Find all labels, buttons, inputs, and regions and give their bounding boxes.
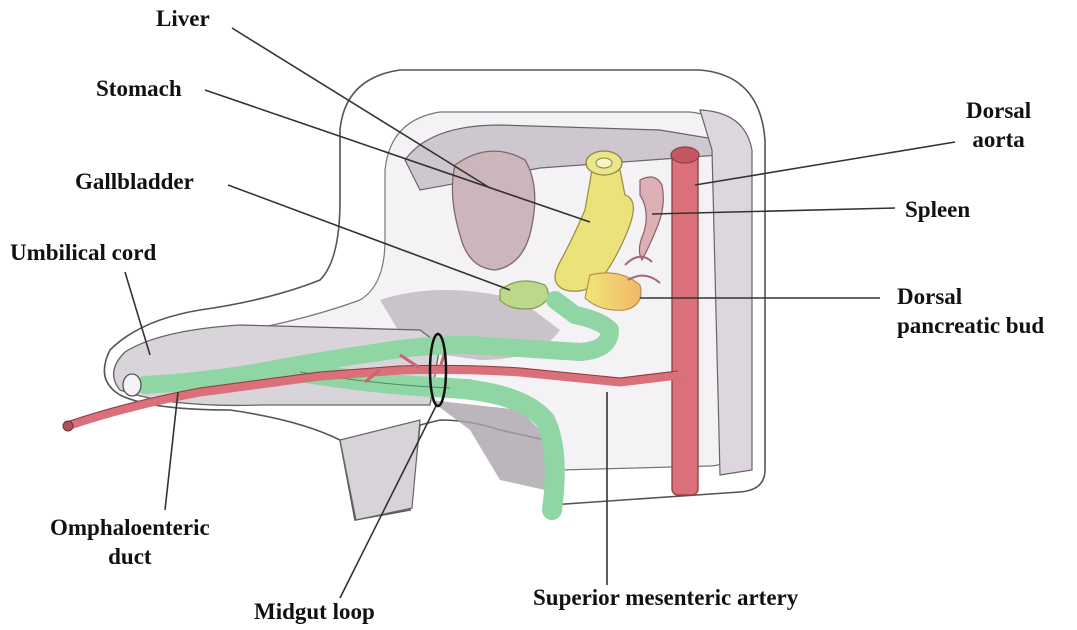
label-dorsal-aorta: Dorsal aorta: [966, 96, 1031, 154]
artery-end: [63, 421, 73, 431]
spleen-text: Spleen: [905, 195, 970, 224]
pancreatic-bud-text-1: Dorsal: [897, 282, 1044, 311]
sma-text: Superior mesenteric artery: [533, 583, 798, 612]
liver-leader: [232, 28, 490, 188]
liver-text: Liver: [156, 4, 210, 33]
umbilical-opening: [123, 374, 141, 396]
aorta-lumen: [671, 147, 699, 163]
dorsal-aorta-text-1: Dorsal: [966, 96, 1031, 125]
dorsal-aorta-text-2: aorta: [966, 125, 1031, 154]
omphaloenteric-text-2: duct: [50, 542, 210, 571]
midgut-loop-text: Midgut loop: [254, 597, 375, 626]
stomach-text: Stomach: [96, 74, 182, 103]
label-omphaloenteric-duct: Omphaloenteric duct: [50, 513, 210, 571]
dorsal-aorta: [672, 150, 698, 495]
gallbladder-text: Gallbladder: [75, 167, 194, 196]
label-dorsal-pancreatic-bud: Dorsal pancreatic bud: [897, 282, 1044, 340]
label-stomach: Stomach: [96, 74, 182, 103]
label-midgut-loop: Midgut loop: [254, 597, 375, 626]
pancreatic-bud-text-2: pancreatic bud: [897, 311, 1044, 340]
label-liver: Liver: [156, 4, 210, 33]
omphaloenteric-duct-leader: [165, 392, 178, 510]
omphaloenteric-text-1: Omphaloenteric: [50, 513, 210, 542]
gallbladder: [500, 281, 548, 309]
label-spleen: Spleen: [905, 195, 970, 224]
label-gallbladder: Gallbladder: [75, 167, 194, 196]
label-superior-mesenteric-artery: Superior mesenteric artery: [533, 583, 798, 612]
label-umbilical-cord: Umbilical cord: [10, 238, 156, 267]
umbilical-cord-text: Umbilical cord: [10, 238, 156, 267]
umbilical-cord-leader: [125, 272, 150, 355]
